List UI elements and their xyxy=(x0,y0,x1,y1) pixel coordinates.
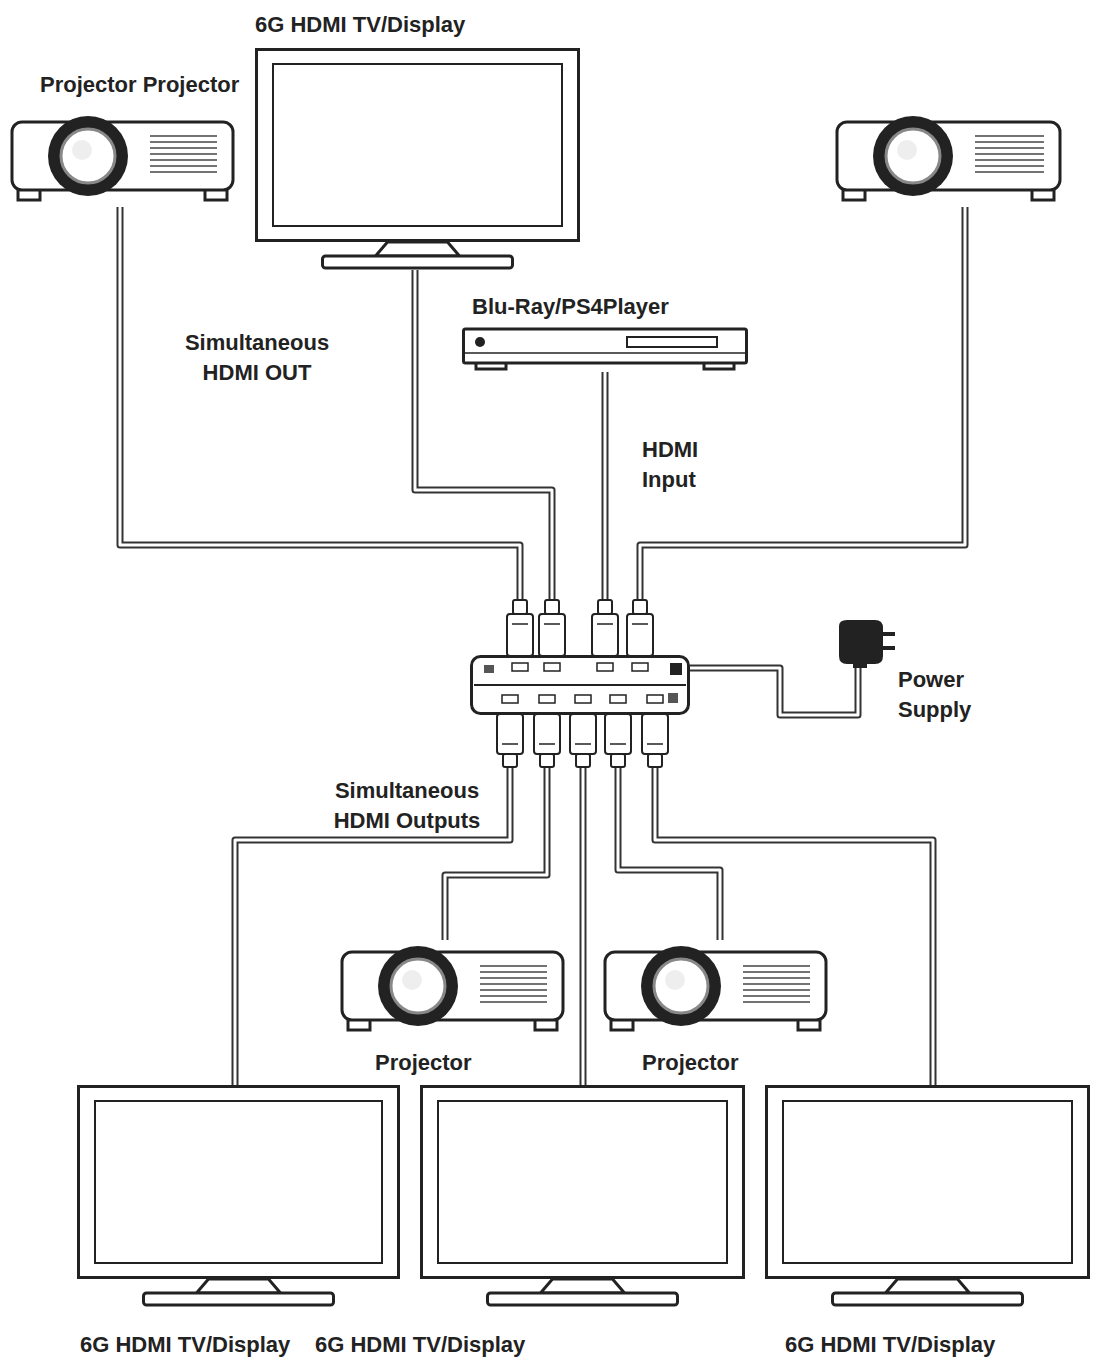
device-label: Projector Projector xyxy=(40,70,239,100)
device-label: 6G HDMI TV/Display xyxy=(315,1330,525,1360)
tv-outline xyxy=(255,48,580,270)
device-label: Power Supply xyxy=(898,665,988,725)
note-label: Simultaneous HDMI Outputs xyxy=(322,776,492,836)
tv-outline xyxy=(420,1085,745,1307)
cable-label: HDMI Input xyxy=(642,435,722,495)
hdmi-cable xyxy=(655,715,933,1085)
tv-outline xyxy=(765,1085,1090,1307)
tv-display: 6G HDMI TV/Display xyxy=(255,48,580,270)
device-label: Projector xyxy=(375,1048,472,1078)
projector-outline xyxy=(10,110,235,207)
projector-outline xyxy=(340,940,565,1032)
splitter-outline xyxy=(470,655,690,715)
hdmi-cable xyxy=(120,207,520,655)
note-label: Simultaneous HDMI OUT xyxy=(172,328,342,388)
hdmi-cable xyxy=(235,715,510,1085)
hdmi-splitter xyxy=(470,655,690,715)
device-label: 6G HDMI TV/Display xyxy=(80,1330,290,1360)
device-label: Blu-Ray/PS4Player xyxy=(472,292,669,322)
projector xyxy=(835,110,1062,207)
projector-outline xyxy=(603,940,828,1032)
projector: Projector xyxy=(340,940,565,1032)
projector-outline xyxy=(835,110,1062,207)
power-adapter: Power Supply xyxy=(835,620,895,668)
adapter-outline xyxy=(835,620,895,668)
device-label: Projector xyxy=(642,1048,739,1078)
hdmi-cable xyxy=(618,715,720,940)
device-label: 6G HDMI TV/Display xyxy=(785,1330,995,1360)
tv-outline xyxy=(77,1085,400,1307)
tv-display: 6G HDMI TV/Display xyxy=(420,1085,745,1307)
hdmi-cable xyxy=(640,207,965,655)
projector: Projector xyxy=(603,940,828,1032)
projector: Projector Projector xyxy=(10,110,235,207)
hdmi-cable xyxy=(690,668,858,715)
tv-display: 6G HDMI TV/Display xyxy=(77,1085,400,1307)
device-label: 6G HDMI TV/Display xyxy=(255,10,465,40)
hdmi-cable xyxy=(583,715,584,1085)
tv-display: 6G HDMI TV/Display xyxy=(765,1085,1090,1307)
player-outline xyxy=(462,327,748,372)
bluray-player: Blu-Ray/PS4Player xyxy=(462,327,748,372)
